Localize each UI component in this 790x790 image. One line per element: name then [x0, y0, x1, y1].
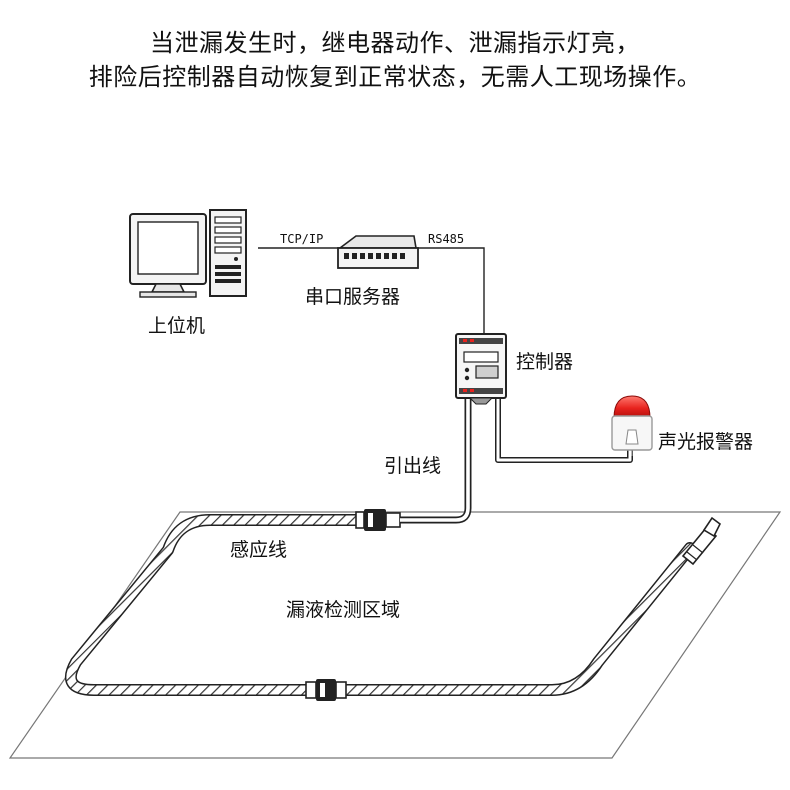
controller-icon — [455, 333, 507, 405]
cable-end-terminator — [681, 516, 722, 566]
cable-connector-top — [355, 509, 401, 531]
alarm-wire — [495, 398, 633, 463]
cable-connector-bottom — [305, 679, 347, 701]
monitor-icon — [129, 213, 207, 298]
host-computer — [129, 209, 247, 298]
alarm-icon — [611, 395, 653, 456]
controller-label: 控制器 — [516, 351, 573, 373]
pc-tower-icon — [209, 209, 247, 297]
header-line-2: 排险后控制器自动恢复到正常状态，无需人工现场操作。 — [88, 63, 702, 91]
sensing-cable-label: 感应线 — [230, 539, 287, 561]
detection-zone-label: 漏液检测区域 — [286, 599, 400, 621]
serial-server-label: 串口服务器 — [305, 286, 400, 308]
rs485-line — [416, 247, 485, 334]
header-line-1: 当泄漏发生时，继电器动作、泄漏指示灯亮， — [150, 29, 640, 57]
sensing-cable — [65, 514, 696, 696]
lead-wire-label: 引出线 — [384, 455, 441, 477]
header: 当泄漏发生时，继电器动作、泄漏指示灯亮， 排险后控制器自动恢复到正常状态，无需人… — [0, 26, 790, 94]
host-pc-label: 上位机 — [148, 315, 205, 337]
detection-area — [8, 511, 782, 759]
serial-server-icon — [337, 235, 419, 269]
alarm-label: 声光报警器 — [658, 431, 753, 453]
rs485-label: RS485 — [428, 232, 464, 246]
tcpip-label: TCP/IP — [280, 232, 323, 246]
